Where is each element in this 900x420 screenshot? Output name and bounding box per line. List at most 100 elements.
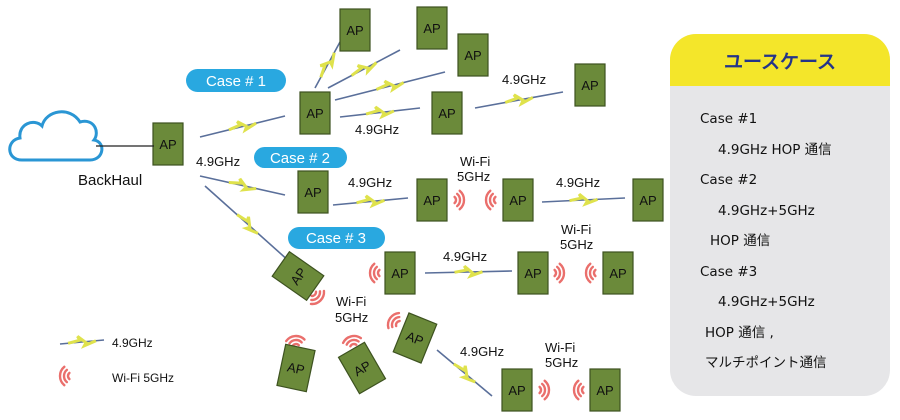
access-point: AP — [416, 6, 448, 50]
ap-label: AP — [464, 48, 481, 63]
access-point: AP — [337, 341, 387, 395]
case-3-pill — [288, 227, 385, 249]
wifi-signal-icon — [538, 379, 551, 401]
ghz-link — [339, 105, 421, 120]
wifi-signal-icon — [484, 189, 497, 211]
ap-label: AP — [391, 266, 408, 281]
ap-label: AP — [159, 137, 176, 152]
wifi-label-line2: 5GHz — [545, 355, 578, 370]
ghz-link — [334, 71, 446, 101]
ghz-link — [204, 185, 291, 263]
legend-wifi-label: Wi-Fi 5GHz — [112, 371, 174, 385]
access-point: AP — [299, 91, 331, 135]
lightning-bolt-icon — [319, 52, 336, 78]
access-point: AP — [457, 33, 489, 77]
wifi-label-line2: 5GHz — [560, 237, 593, 252]
lightning-bolt-icon — [228, 177, 257, 192]
wifi-signal-icon — [584, 262, 597, 284]
wifi-label-line2: 5GHz — [335, 310, 368, 325]
ghz-link — [541, 193, 626, 207]
lightning-bolt-icon — [454, 264, 484, 279]
lightning-bolt-icon — [365, 105, 395, 120]
access-point: AP — [339, 8, 371, 52]
ap-label: AP — [639, 193, 656, 208]
panel-line: HOP 通信 , — [705, 324, 774, 341]
ghz-link — [199, 175, 286, 196]
panel-line: 4.9GHz+5GHz — [718, 202, 815, 219]
access-point: AP — [152, 122, 184, 166]
ghz-link — [327, 49, 401, 89]
wifi-label-line1: Wi-Fi — [561, 222, 591, 237]
ap-label: AP — [346, 23, 363, 38]
access-point: AP — [384, 251, 416, 295]
access-point: AP — [392, 312, 438, 364]
use-case-panel: ユースケース Case #1 4.9GHz HOP 通信 Case #2 4.9… — [670, 34, 890, 396]
legend-wifi-icon — [58, 365, 71, 387]
access-point: AP — [502, 178, 534, 222]
access-point: AP — [574, 63, 606, 107]
ghz-link — [314, 41, 341, 89]
lightning-bolt-icon — [375, 79, 405, 94]
access-point: AP — [517, 251, 549, 295]
panel-line: Case #3 — [700, 263, 758, 280]
access-point: AP — [416, 178, 448, 222]
panel-line: 4.9GHz HOP 通信 — [718, 141, 832, 158]
ap-label: AP — [286, 359, 306, 377]
panel-line: HOP 通信 — [710, 233, 771, 249]
panel-line: Case #1 — [700, 111, 758, 127]
ap-label: AP — [423, 21, 440, 36]
backhaul-label: BackHaul — [78, 172, 142, 189]
lightning-bolt-icon — [453, 362, 476, 384]
access-point: AP — [271, 250, 325, 302]
ap-label: AP — [509, 193, 526, 208]
wifi-signal-icon — [386, 311, 401, 330]
link-label-ghz: 4.9GHz — [348, 175, 392, 190]
link-label-ghz: 4.9GHz — [502, 72, 546, 87]
ghz-link — [332, 194, 409, 209]
access-point: AP — [276, 343, 316, 393]
lightning-bolt-icon — [350, 61, 378, 77]
link-label-ghz: 4.9GHz — [443, 249, 487, 264]
panel-line: 4.9GHz+5GHz — [718, 294, 815, 310]
wifi-signal-icon — [368, 262, 381, 284]
ghz-link — [424, 264, 513, 279]
link-label-ghz: 4.9GHz — [556, 175, 600, 190]
panel-line: Case #2 — [700, 172, 758, 188]
ghz-link — [436, 349, 493, 397]
ap-label: AP — [304, 185, 321, 200]
lightning-bolt-icon — [236, 213, 259, 235]
wifi-signal-icon — [553, 262, 566, 284]
case-2-label: Case # 2 — [270, 150, 330, 167]
access-point: AP — [297, 170, 329, 214]
panel-title: ユースケース — [670, 34, 890, 86]
access-point: AP — [589, 368, 621, 412]
ap-label: AP — [609, 266, 626, 281]
case-1-label: Case # 1 — [206, 73, 266, 90]
ap-label: AP — [438, 106, 455, 121]
ap-label: AP — [404, 328, 426, 348]
ap-label: AP — [581, 78, 598, 93]
wifi-signal-icon — [341, 334, 363, 348]
lightning-bolt-icon — [504, 93, 534, 107]
access-point: AP — [431, 91, 463, 135]
wifi-signal-icon — [453, 189, 466, 211]
ghz-link — [474, 91, 564, 109]
case-2-pill — [254, 147, 347, 168]
wifi-label-line1: Wi-Fi — [336, 294, 366, 309]
legend-ghz-label: 4.9GHz — [112, 336, 153, 350]
wifi-label-line2: 5GHz — [457, 169, 490, 184]
ap-label: AP — [596, 383, 613, 398]
access-point: AP — [501, 368, 533, 412]
access-point: AP — [632, 178, 664, 222]
ap-label: AP — [306, 106, 323, 121]
lightning-bolt-icon — [356, 194, 386, 209]
wifi-label-line1: Wi-Fi — [545, 340, 575, 355]
case-1-pill — [186, 69, 286, 92]
access-point: AP — [602, 251, 634, 295]
link-label-ghz: 4.9GHz — [355, 122, 399, 137]
case-3-label: Case # 3 — [306, 230, 366, 247]
lightning-bolt-icon — [67, 335, 97, 349]
panel-line: マルチポイント通信 — [705, 355, 827, 371]
ap-label: AP — [423, 193, 440, 208]
